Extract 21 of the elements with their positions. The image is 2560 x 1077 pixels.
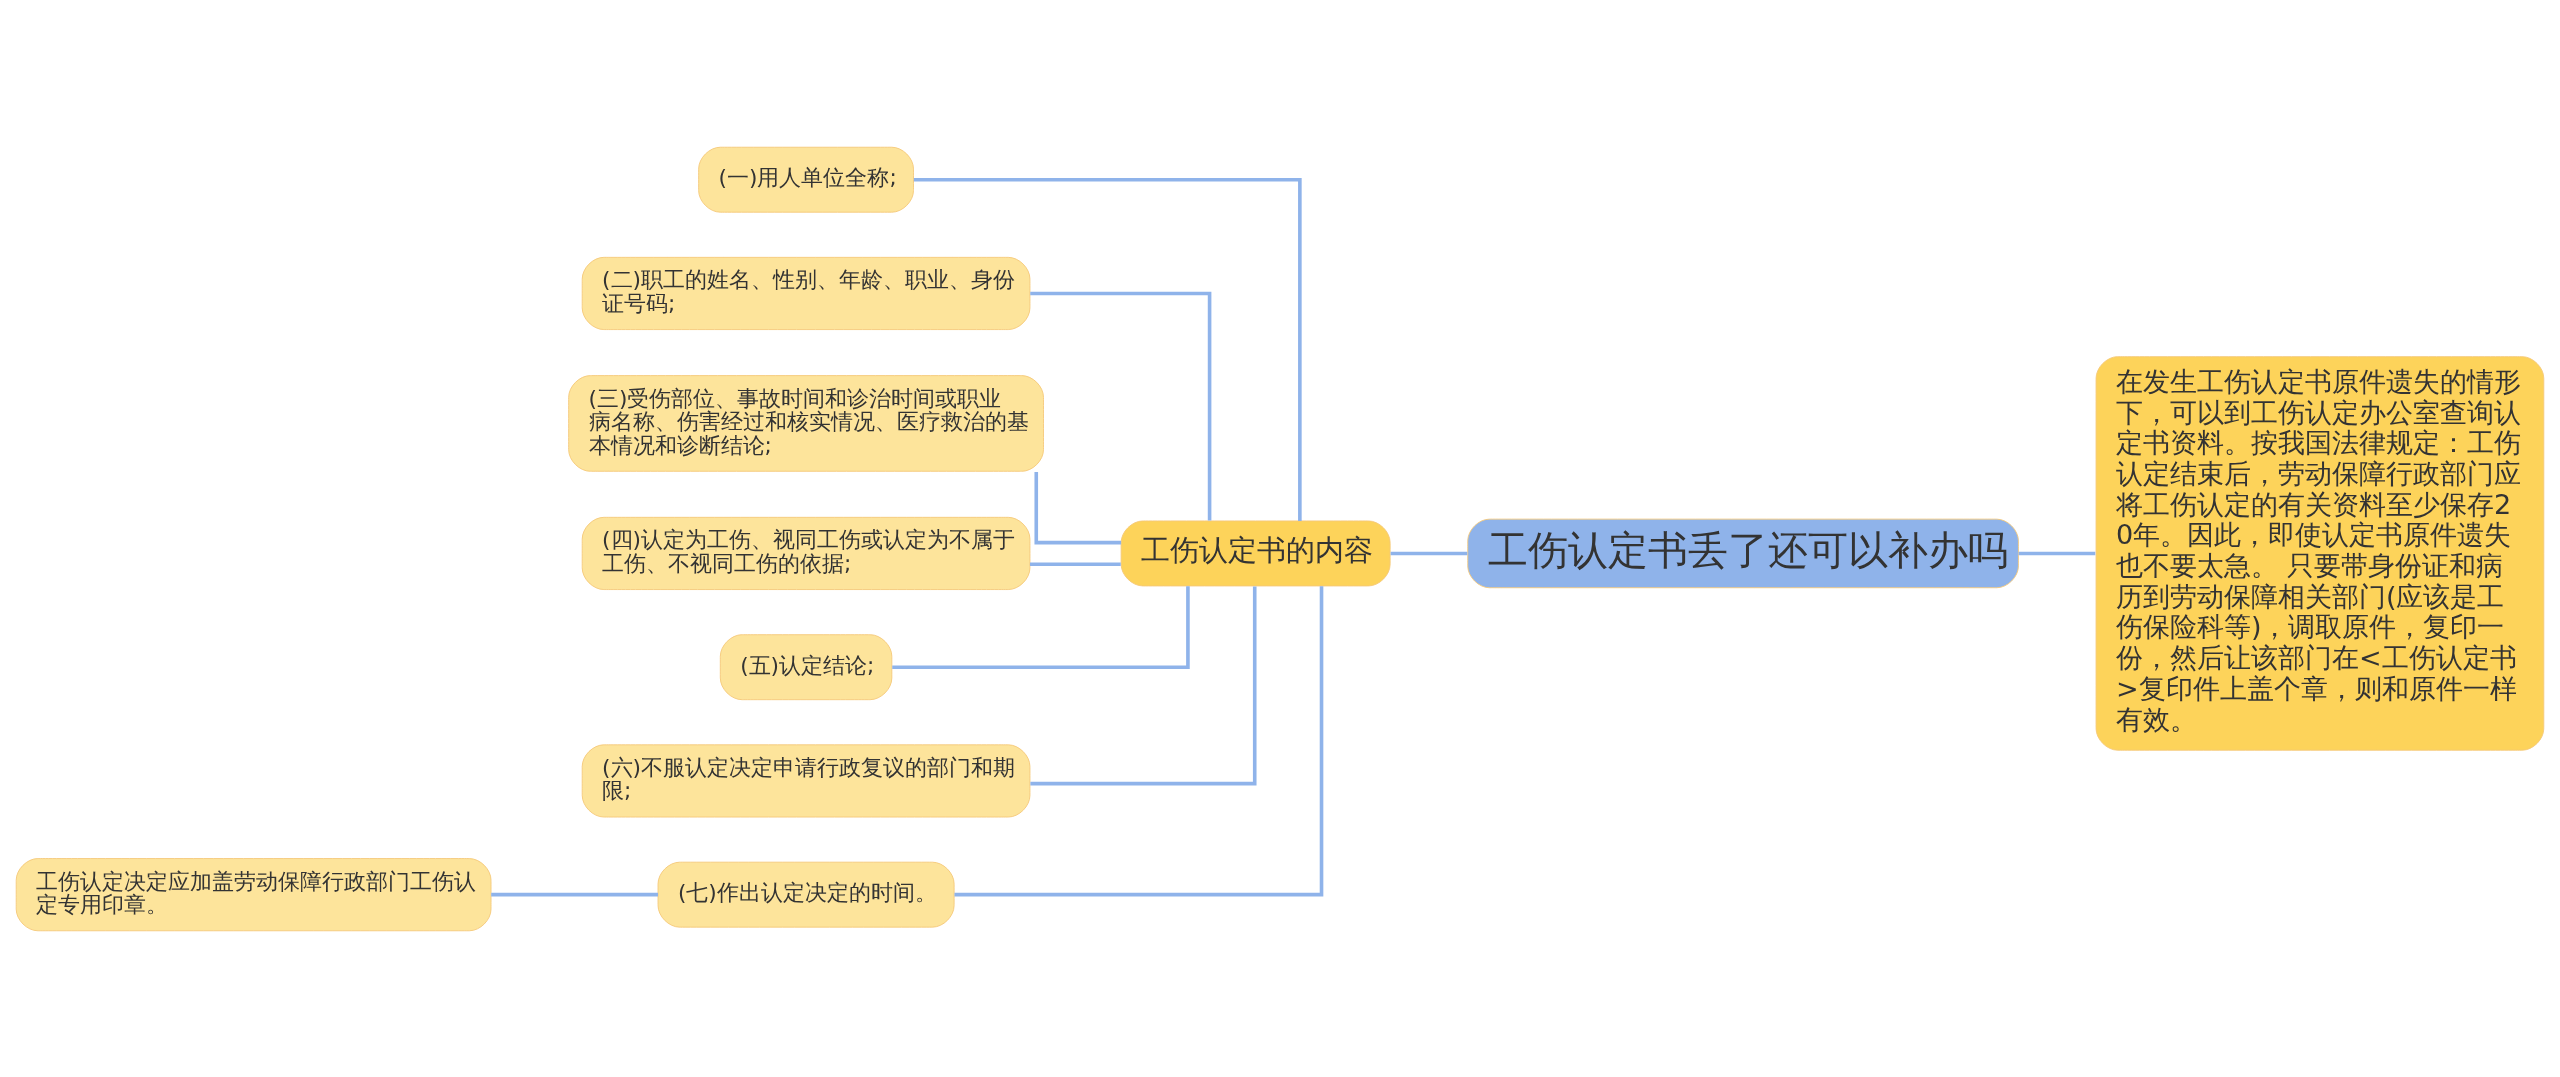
node-box: (一)用人单位全称; bbox=[698, 146, 914, 213]
connector bbox=[1029, 561, 1121, 566]
node-box: 在发生工伤认定书原件遗失的情形下，可以到工伤认定办公室查询认定书资料。按我国法律规定：工伤认定结束后，劳动保障行政部门应将工伤认定的有关资料至少保存20年。因此，即使认定书原件遗失也不要太急。 只要带身份证和病历到劳动保障相关部门(应该是工伤保险科等)，调取原件，复印一份，然后让该部门在<工伤认定书>复印件上盖个章，则和原件一样有效。 bbox=[2095, 355, 2545, 751]
connector bbox=[892, 585, 1190, 669]
node-box: 工伤认定决定应加盖劳动保障行政部门工伤认定专用印章。 bbox=[15, 857, 492, 931]
connector bbox=[491, 892, 659, 896]
node-box: (六)不服认定决定申请行政复议的部门和期限; bbox=[581, 743, 1031, 817]
node-box: (五)认定结论; bbox=[719, 633, 893, 700]
connector bbox=[1390, 551, 1468, 555]
node-box: (七)作出认定决定的时间。 bbox=[657, 861, 955, 928]
node-box: 工伤认定书的内容 bbox=[1120, 520, 1391, 586]
node-box: (四)认定为工伤、视同工伤或认定为不属于工伤、不视同工伤的依据; bbox=[581, 516, 1031, 590]
node-box: (三)受伤部位、事故时间和诊治时间或职业病名称、伤害经过和核实情况、医疗救治的基本情况和诊断结论; bbox=[568, 374, 1044, 472]
connector bbox=[1030, 585, 1257, 785]
connector bbox=[913, 177, 1302, 521]
node-box: (二)职工的姓名、性别、年龄、职业、身份证号码; bbox=[581, 256, 1031, 330]
connector bbox=[2018, 551, 2096, 555]
connector bbox=[954, 585, 1324, 896]
connector bbox=[1034, 471, 1122, 544]
node-box: 工伤认定书丢了还可以补办吗 bbox=[1467, 518, 2019, 588]
connector bbox=[1030, 291, 1212, 520]
